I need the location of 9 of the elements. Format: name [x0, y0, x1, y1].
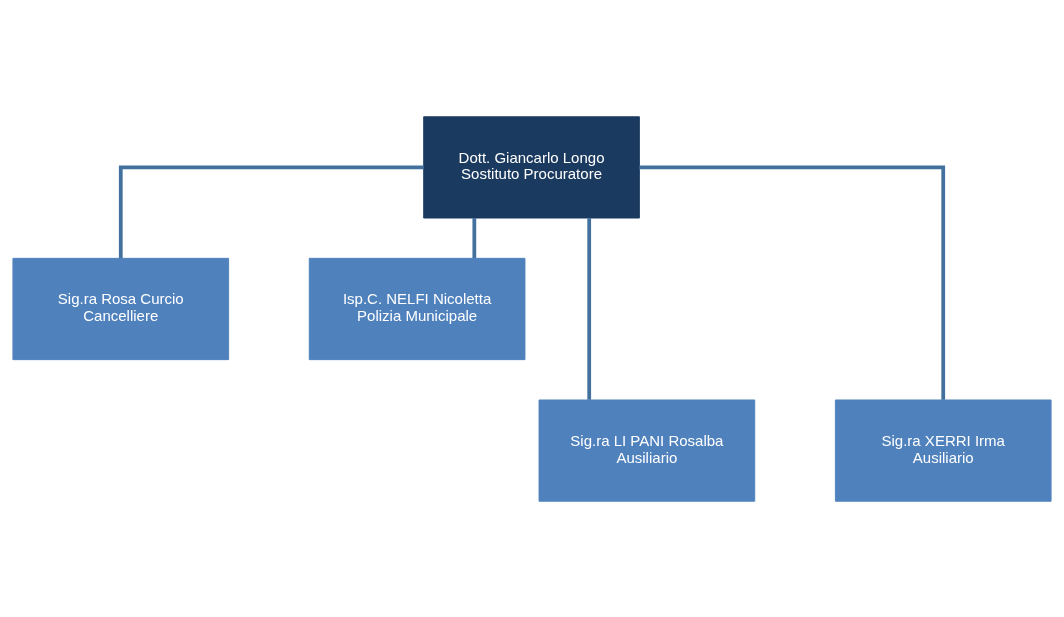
node-box: Dott. Giancarlo Longo Sostituto Procuratore [423, 115, 640, 218]
connector [639, 165, 946, 400]
node-box: Sig.ra LI PANI Rosalba Ausiliario [538, 399, 756, 502]
connector [587, 217, 592, 400]
node-box: Sig.ra XERRI Irma Ausiliario [834, 399, 1052, 502]
connector [118, 165, 424, 258]
connector [472, 217, 477, 258]
node-box: Sig.ra Rosa Curcio Cancelliere [12, 257, 230, 360]
node-box: Isp.C. NELFI Nicoletta Polizia Municipale [308, 257, 526, 360]
